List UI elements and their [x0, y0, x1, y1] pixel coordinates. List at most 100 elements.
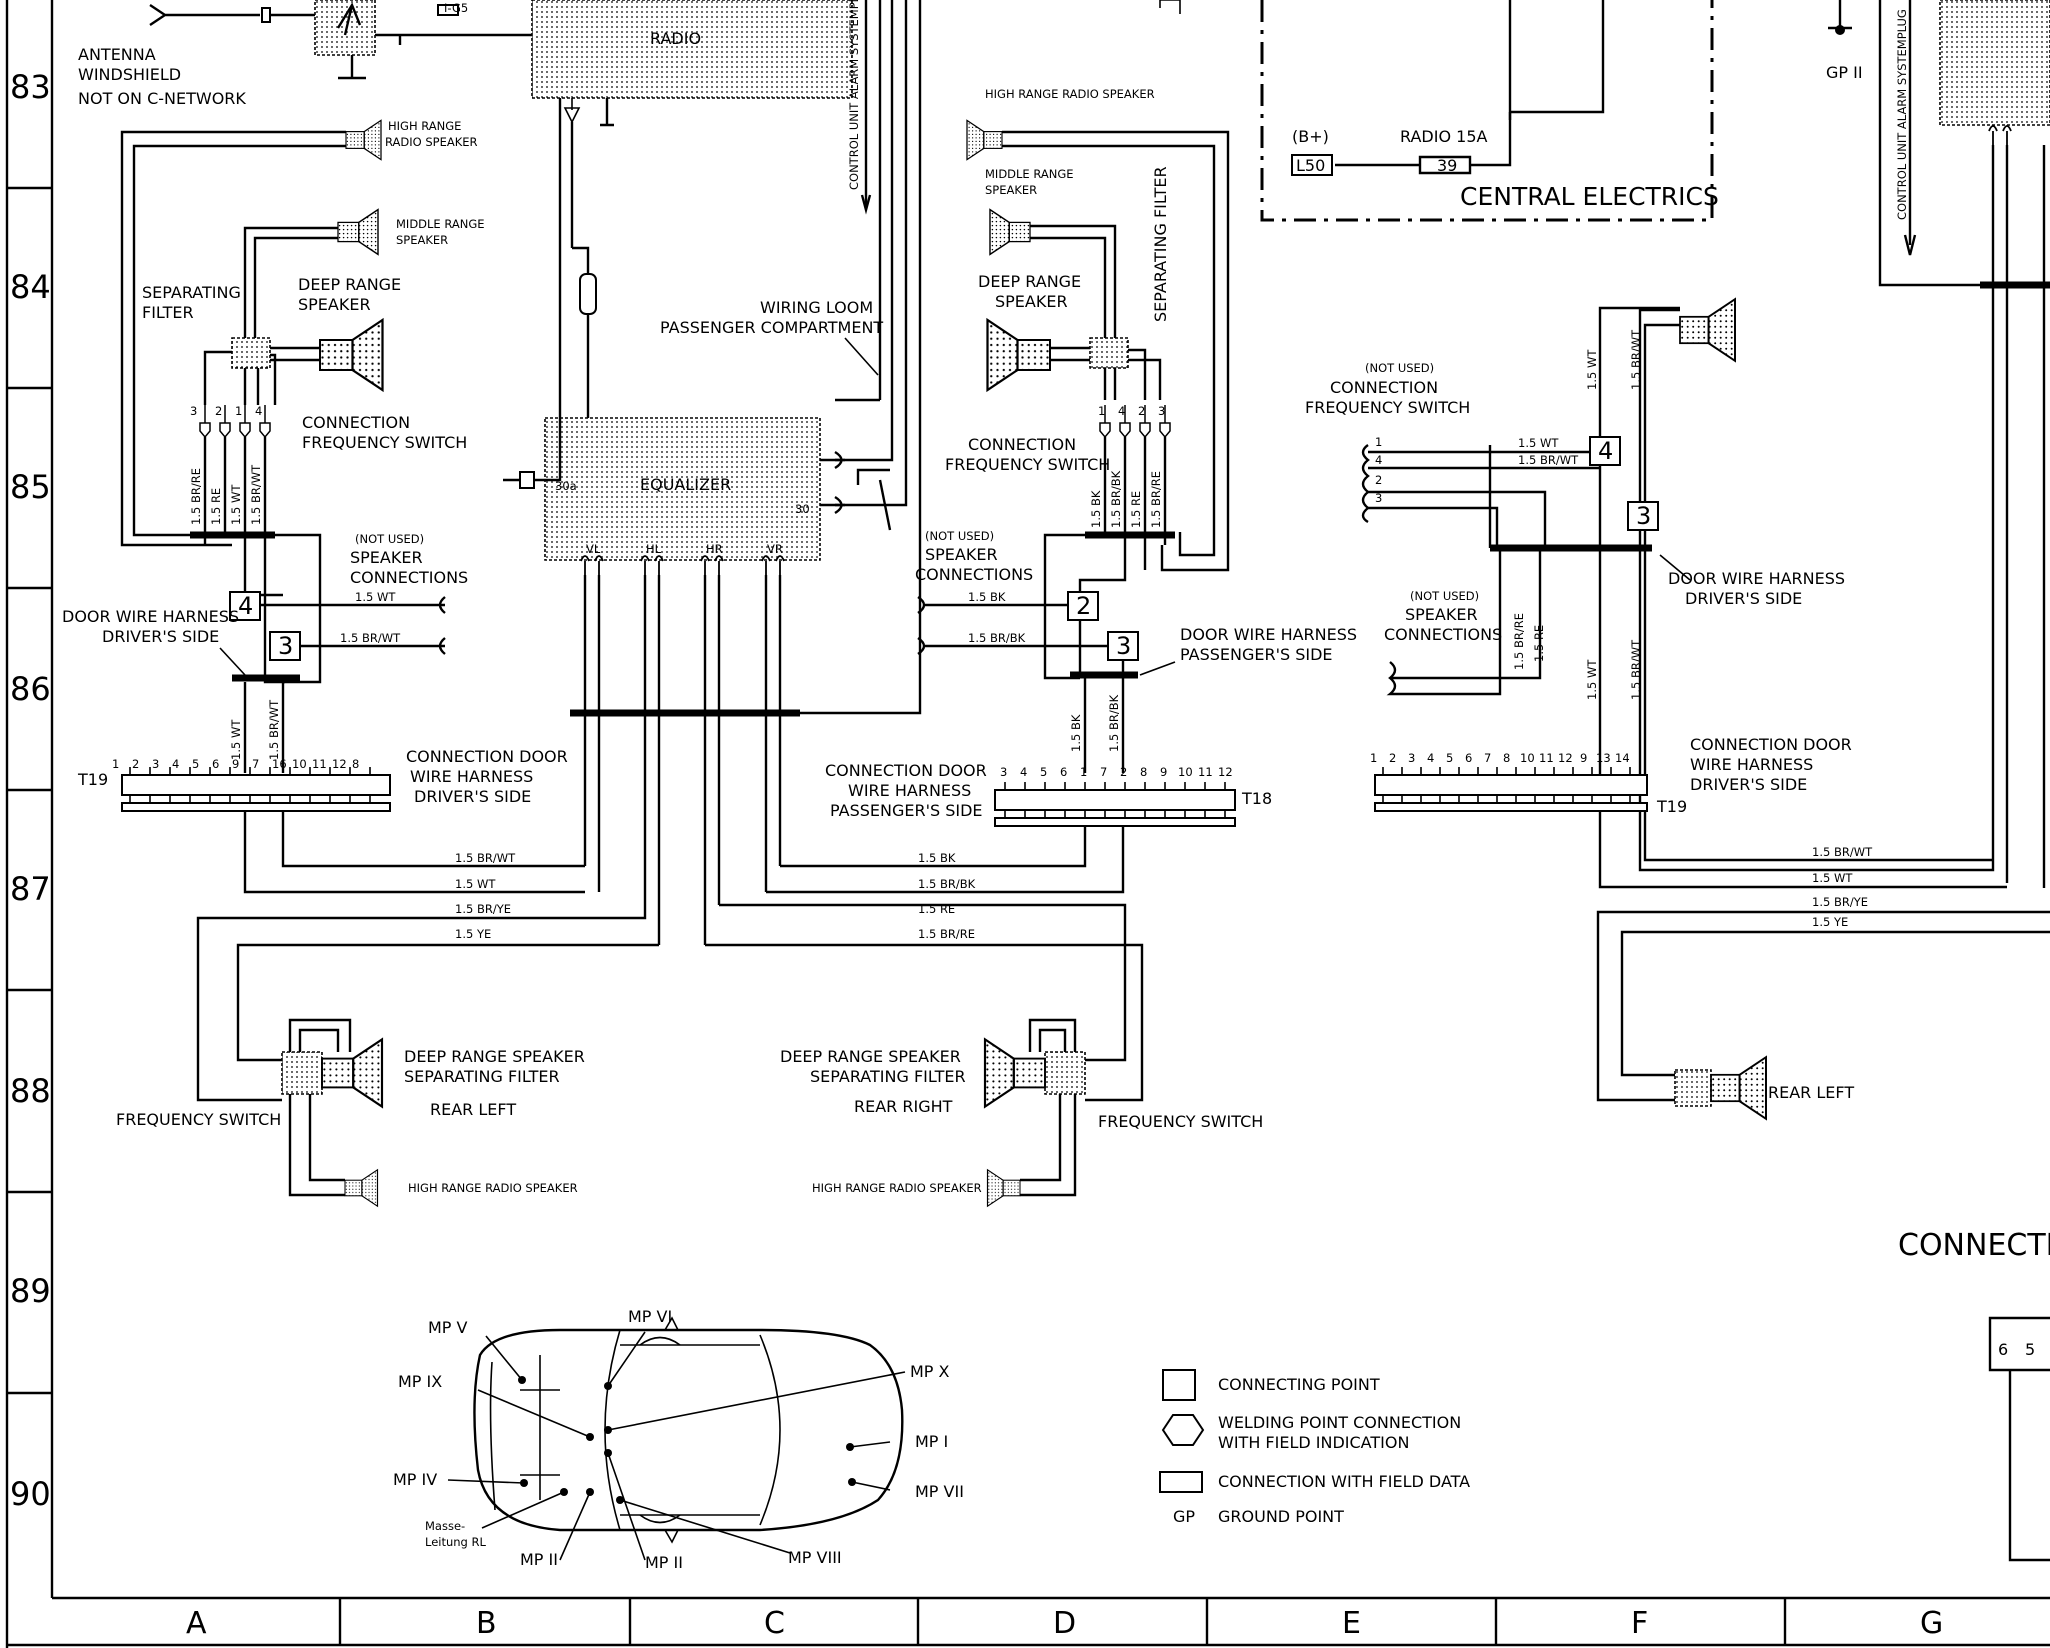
- fuse-39: 39: [1437, 156, 1457, 175]
- nu-spk-f-1: (NOT USED): [1410, 589, 1479, 603]
- hr-speaker-rr: HIGH RANGE RADIO SPEAKER: [812, 1181, 982, 1195]
- eq-out-vl: VL: [586, 542, 601, 556]
- legend-gp-symbol: GP: [1173, 1507, 1195, 1526]
- antenna-label-3: NOT ON C-NETWORK: [78, 89, 246, 108]
- fs-pin-d-4: 3: [1158, 404, 1165, 418]
- wl-d3-brbk: 1.5 BR/BK: [1107, 694, 1121, 752]
- t19a-pin: 8: [352, 757, 359, 771]
- wl-d2-bk: 1.5 BK: [968, 590, 1006, 604]
- deep-speaker-a-1: DEEP RANGE: [298, 275, 401, 294]
- wl-f5-ye: 1.5 YE: [1812, 915, 1848, 929]
- wl-f3-brre: 1.5 BR/RE: [1512, 613, 1526, 670]
- t19a-pin: 2: [132, 757, 139, 771]
- row-89: 89: [10, 1272, 51, 1310]
- wl-a2-wt: 1.5 WT: [355, 590, 396, 604]
- rl-block-2: SEPARATING FILTER: [404, 1067, 560, 1086]
- svg-text:6: 6: [1998, 1340, 2008, 1359]
- col-b: B: [476, 1606, 497, 1641]
- t18-pin: 5: [1040, 765, 1047, 779]
- t18-pin: 6: [1060, 765, 1067, 779]
- t19-label-a: T19: [77, 770, 108, 789]
- legend-hexagon-icon: [1161, 1414, 1205, 1446]
- legend-3: CONNECTION WITH FIELD DATA: [1218, 1472, 1470, 1491]
- section-f: 1.5 WT 1.5 BR/WT (NOT USED) CONNECTION F…: [1305, 298, 1845, 780]
- t19f-pin: 3: [1408, 751, 1415, 765]
- antenna-label-2: WINDSHIELD: [78, 65, 181, 84]
- t19-connector-a: T19 1 2 3 4 5 6 9 7 16 10 11 12 8 CONNEC…: [77, 713, 659, 1102]
- wl-d-bk: 1.5 BK: [1089, 490, 1103, 528]
- fs-pin-f-1: 1: [1375, 435, 1382, 449]
- control-unit-alarm-label-2: CONTROL UNIT ALARM SYSTEMPLUG: [1895, 9, 1909, 220]
- wl-a-re: 1.5 RE: [209, 488, 223, 525]
- col-c: C: [764, 1606, 785, 1641]
- wl-f2-brwt: 1.5 BR/WT: [1518, 453, 1579, 467]
- column-letters: A B C D E F G: [186, 1606, 1943, 1641]
- t19a-pin: 16: [272, 757, 287, 771]
- sep-filter-a-1: SEPARATING: [142, 283, 241, 302]
- t19-a-pins: 1 2 3 4 5 6 9 7 16 10 11 12 8: [112, 757, 359, 771]
- wl-f2-wt: 1.5 WT: [1518, 436, 1559, 450]
- deep-speaker-d-2: SPEAKER: [995, 292, 1068, 311]
- t18-pin: 3: [1000, 765, 1007, 779]
- equalizer: EQUALIZER 30a 30 VL HL HR VR: [544, 417, 845, 945]
- t19f-pin: 8: [1503, 751, 1510, 765]
- door-harness-f-1: DOOR WIRE HARNESS: [1668, 569, 1845, 588]
- rear-left-f: REAR LEFT CONNECTIO 6 5: [1674, 1056, 2050, 1562]
- t19a-pin: 9: [232, 757, 239, 771]
- t18-pins: 3 4 5 6 1 7 2 8 9 10 11 12: [1000, 765, 1233, 779]
- fs-pin-f-2: 4: [1375, 453, 1382, 467]
- central-electrics-label: CENTRAL ELECTRICS: [1460, 182, 1719, 211]
- fs-pin-a-1: 3: [190, 404, 197, 418]
- conn-door-p-2: WIRE HARNESS: [848, 781, 971, 800]
- mp-ix: MP IX: [398, 1372, 442, 1391]
- legend-2a: WELDING POINT CONNECTION: [1218, 1413, 1461, 1432]
- wiring-loom-label-2: PASSENGER COMPARTMENT: [660, 318, 883, 337]
- row-85: 85: [10, 468, 51, 506]
- t18-pin: 7: [1100, 765, 1107, 779]
- legend: CONNECTING POINT WELDING POINT CONNECTIO…: [1159, 1369, 1470, 1526]
- row-87: 87: [10, 870, 51, 908]
- mp-v: MP V: [428, 1318, 468, 1337]
- col-f: F: [1631, 1606, 1648, 1641]
- t19f-pin: 13: [1596, 751, 1611, 765]
- door-harness-f-2: DRIVER'S SIDE: [1685, 589, 1802, 608]
- mp-ii-b: MP II: [645, 1553, 683, 1572]
- mp-viii: MP VIII: [788, 1548, 842, 1567]
- t18-pin: 9: [1160, 765, 1167, 779]
- nu-spk-f-3: CONNECTIONS: [1384, 625, 1502, 644]
- wl-f4-wt: 1.5 WT: [1585, 659, 1599, 700]
- fs-pin-a-3: 1: [235, 404, 242, 418]
- t19a-pin: 3: [152, 757, 159, 771]
- t19a-pin: 10: [292, 757, 307, 771]
- control-unit-alarm-label: CONTROL UNIT ALARM SYSTEMPLUG: [847, 0, 861, 190]
- gp2-label: GP II: [1826, 63, 1863, 82]
- masse-1: Masse-: [425, 1519, 465, 1533]
- conn-door-a-2: WIRE HARNESS: [410, 767, 533, 786]
- legend-rect-icon: [1159, 1471, 1203, 1493]
- conn-door-a-3: DRIVER'S SIDE: [414, 787, 531, 806]
- sep-filter-d: SEPARATING FILTER: [1151, 166, 1170, 322]
- wl-d2-brbk: 1.5 BR/BK: [968, 631, 1026, 645]
- t19a-pin: 7: [252, 757, 259, 771]
- wl-f-brwt: 1.5 BR/WT: [1629, 329, 1643, 390]
- masse-2: Leitung RL: [425, 1535, 487, 1549]
- fs-pin-d-2: 4: [1118, 404, 1125, 418]
- wl-d4-brre: 1.5 BR/RE: [918, 927, 975, 941]
- legend-2b: WITH FIELD INDICATION: [1218, 1433, 1409, 1452]
- row-90: 90: [10, 1475, 51, 1513]
- t19a-pin: 6: [212, 757, 219, 771]
- rear-right-group: DEEP RANGE SPEAKER SEPARATING FILTER REA…: [780, 1018, 1263, 1207]
- nu-spk-a-1: (NOT USED): [355, 532, 424, 546]
- cp-f-3: 3: [1636, 502, 1651, 530]
- mp-ii-a: MP II: [520, 1550, 558, 1569]
- t19-connector-f: 1 2 3 4 5 6 7 8 10 11 12 9 13 14 T19 CON…: [1370, 735, 2050, 1102]
- car-diagram: MP V MP VI MP IX MP X MP I MP IV MP VII …: [393, 1307, 964, 1572]
- nu-spk-a-3: CONNECTIONS: [350, 568, 468, 587]
- door-harness-a-1: DOOR WIRE HARNESS: [62, 607, 239, 626]
- mp-vi: MP VI: [628, 1307, 672, 1326]
- row-numbers: 83 84 85 86 87 88 89 90: [10, 68, 51, 1513]
- conn-door-p-3: PASSENGER'S SIDE: [830, 801, 983, 820]
- hr-speaker-rl: HIGH RANGE RADIO SPEAKER: [408, 1181, 578, 1195]
- wl-f5-wt: 1.5 WT: [1812, 871, 1853, 885]
